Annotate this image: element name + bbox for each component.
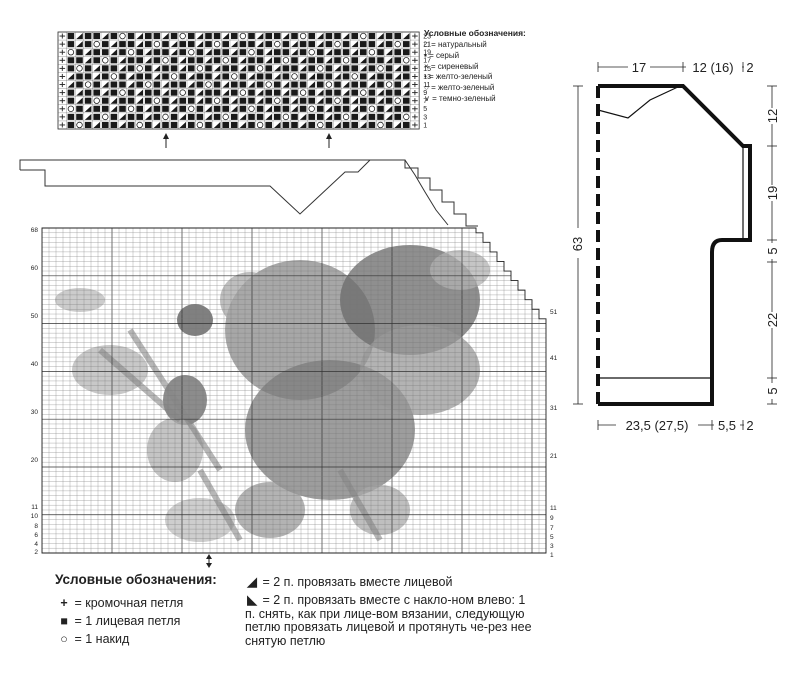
dim-top-left: 17 bbox=[632, 60, 646, 75]
right-row-label: 41 bbox=[550, 355, 558, 362]
top-row-label: 9 bbox=[423, 90, 427, 97]
right-row-label: 3 bbox=[550, 543, 554, 550]
left-row-label: 6 bbox=[34, 532, 38, 539]
right-row-label: 1 bbox=[550, 552, 554, 559]
stitch-legend-title: Условные обозначения: bbox=[55, 572, 217, 587]
right-row-label: 11 bbox=[550, 505, 557, 512]
top-row-label: 19 bbox=[423, 50, 431, 57]
stitch-label: = кромочная петля bbox=[71, 596, 184, 610]
decrease-symbol-icon: ◣ bbox=[247, 593, 257, 607]
decrease-legend-item: ◢ = 2 п. провязать вместе лицевой bbox=[245, 575, 535, 590]
left-row-label: 11 bbox=[31, 504, 38, 511]
decrease-legend-item: ◣ = 2 п. провязать вместе с накло-ном вл… bbox=[245, 593, 535, 648]
left-row-label: 2 bbox=[34, 549, 38, 556]
dim-right-segment: 5 bbox=[765, 247, 780, 254]
decrease-label: = 2 п. провязать вместе лицевой bbox=[259, 575, 453, 589]
front-outline bbox=[19, 159, 478, 227]
left-row-label: 8 bbox=[34, 523, 38, 530]
right-row-label: 5 bbox=[550, 534, 554, 541]
legend-label: = темно-зеленый bbox=[432, 93, 496, 103]
top-row-label: 3 bbox=[423, 114, 427, 121]
top-legend-title: Условные обозначения: bbox=[424, 28, 526, 38]
right-row-label: 9 bbox=[550, 515, 554, 522]
top-legend-item: □ = натуральный bbox=[424, 40, 564, 51]
left-row-label: 20 bbox=[31, 457, 39, 464]
stitch-symbol-icon: ○ bbox=[60, 632, 68, 646]
stitch-symbol-icon: + bbox=[60, 596, 68, 610]
dim-right-segment: 12 bbox=[765, 109, 780, 123]
row-numbers-left: 68 60 50 40 30 20 11 10 8 6 42 bbox=[31, 227, 39, 556]
left-row-label: 30 bbox=[31, 409, 39, 416]
stitch-legend-item: + = кромочная петля bbox=[57, 596, 183, 610]
legend-symbol-icon: × bbox=[424, 61, 431, 71]
dim-top-edge: 2 bbox=[746, 60, 753, 75]
decrease-label: = 2 п. провязать вместе с накло-ном влев… bbox=[245, 593, 532, 648]
legend-symbol-icon: ∨ bbox=[424, 93, 433, 103]
stitch-label: = 1 лицевая петля bbox=[71, 614, 181, 628]
stitch-label: = 1 накид bbox=[71, 632, 130, 646]
top-row-label: 11 bbox=[423, 82, 430, 89]
repeat-arrows bbox=[163, 133, 332, 148]
dim-right-segment: 22 bbox=[765, 313, 780, 327]
stitch-legend-item: ■ = 1 лицевая петля bbox=[57, 614, 180, 628]
stitch-symbol-icon: ■ bbox=[60, 614, 68, 628]
dim-bottom-right: 5,5 bbox=[718, 418, 736, 433]
legend-label: = желто-зеленый bbox=[429, 72, 493, 82]
legend-symbol-icon: ○ bbox=[424, 83, 432, 93]
top-row-label: 15 bbox=[423, 66, 431, 73]
top-chart-legend: Условные обозначения: □ = натуральный▪ =… bbox=[424, 28, 564, 105]
top-legend-item: ∨ = темно-зеленый bbox=[424, 94, 564, 105]
legend-symbol-icon: • bbox=[424, 72, 430, 82]
top-legend-item: • = желто-зеленый bbox=[424, 72, 564, 83]
left-row-label: 40 bbox=[31, 361, 39, 368]
legend-label: = натуральный bbox=[431, 40, 487, 49]
top-legend-item: ▪ = серый bbox=[424, 51, 564, 62]
left-row-label: 50 bbox=[31, 313, 39, 320]
top-row-label: 13 bbox=[423, 74, 431, 81]
right-row-label: 7 bbox=[550, 525, 554, 532]
left-row-label: 10 bbox=[31, 513, 39, 520]
top-legend-item: ○ = желто-зеленый bbox=[424, 83, 564, 94]
right-row-label: 31 bbox=[550, 405, 558, 412]
top-legend-item: × = сиреневый bbox=[424, 62, 564, 73]
dim-bottom-left: 23,5 (27,5) bbox=[626, 418, 689, 433]
dim-right-segment: 19 bbox=[765, 186, 780, 200]
decrease-symbol-icon: ◢ bbox=[247, 575, 257, 589]
legend-label: = серый bbox=[429, 50, 460, 60]
flower-motif-chart bbox=[41, 227, 547, 554]
left-row-label: 60 bbox=[31, 265, 39, 272]
stitch-legend: Условные обозначения: + = кромочная петл… bbox=[55, 572, 532, 682]
top-row-label: 23 bbox=[423, 33, 431, 40]
top-row-label: 1 bbox=[423, 122, 427, 129]
dim-height: 63 bbox=[570, 237, 585, 251]
legend-symbol-icon: □ bbox=[424, 40, 432, 49]
left-row-label: 68 bbox=[31, 227, 39, 234]
top-row-label: 7 bbox=[423, 98, 427, 105]
dim-top-right: 12 (16) bbox=[692, 60, 733, 75]
top-row-label: 21 bbox=[423, 42, 431, 49]
dim-right-segment: 5 bbox=[765, 387, 780, 394]
right-row-label: 51 bbox=[550, 309, 558, 316]
top-row-label: 5 bbox=[423, 106, 427, 113]
top-row-label: 17 bbox=[423, 58, 431, 65]
dim-bottom-edge: 2 bbox=[746, 418, 753, 433]
center-marker bbox=[206, 554, 212, 568]
left-row-label: 4 bbox=[34, 541, 38, 548]
legend-label: = сиреневый bbox=[430, 61, 479, 71]
stitch-legend-item: ○ = 1 накид bbox=[57, 632, 129, 646]
legend-symbol-icon: ▪ bbox=[424, 50, 430, 60]
right-row-label: 21 bbox=[550, 453, 558, 460]
legend-label: = желто-зеленый bbox=[431, 83, 495, 93]
